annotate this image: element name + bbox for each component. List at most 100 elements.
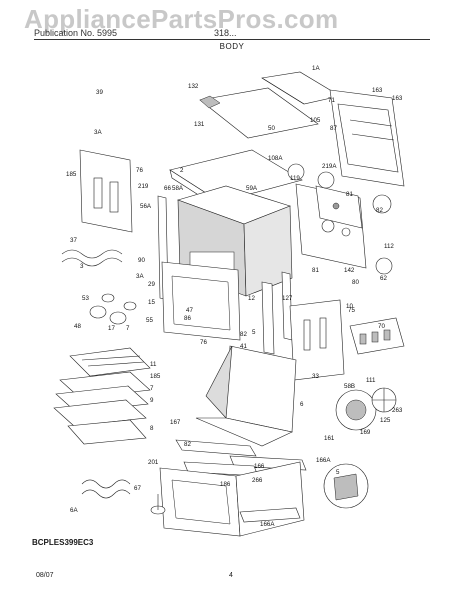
wire-harness-box [315, 185, 363, 229]
callout-label: 142 [344, 267, 355, 274]
oven-racks [53, 371, 151, 427]
callout-label: 219A [322, 163, 337, 170]
callout-label: 39 [96, 89, 103, 96]
drawer-rail-bottom [239, 507, 301, 523]
callout-label: 76 [200, 339, 207, 346]
section-title: BODY [219, 42, 245, 51]
control-side-panel [289, 299, 345, 381]
callout-label: 266 [252, 477, 263, 484]
callout-label: 186 [220, 481, 231, 488]
callout-label: 58A [172, 185, 184, 192]
callout-label: 166A [316, 457, 331, 464]
drawer-rails [175, 439, 307, 477]
callout-label: 263 [392, 407, 403, 414]
callout-label: 169 [360, 429, 371, 436]
terminal-block [349, 317, 405, 355]
lower-cabinet-box [195, 345, 297, 447]
callout-label: 56A [140, 203, 152, 210]
callout-label: 15 [148, 299, 155, 306]
top-panel [199, 87, 319, 139]
callout-label: 86 [184, 315, 191, 322]
callout-label: 82 [184, 441, 191, 448]
convection-fan [335, 387, 397, 431]
callout-label: 132 [188, 83, 199, 90]
callout-label: 119 [290, 175, 300, 182]
callout-label: 80 [352, 279, 359, 286]
callout-label: 185 [150, 373, 161, 380]
callout-label: 163 [372, 87, 383, 94]
callout-label: 3 [80, 263, 84, 270]
callout-label: 112 [384, 243, 394, 250]
callout-label: 81 [346, 191, 353, 198]
callout-labels: 1A 132 39 163 163 71 131 3A 87 50 105 10… [66, 65, 403, 528]
terminal-detail-circles [287, 163, 393, 275]
watermark-text: AppliancePartsPros.com [24, 4, 339, 34]
callout-label: 17 [108, 325, 115, 332]
callout-label: 7 [150, 385, 154, 392]
publication-number: 318... [214, 28, 237, 38]
callout-label: 41 [240, 343, 247, 350]
header-rule [34, 39, 430, 40]
callout-label: 125 [380, 417, 391, 424]
rear-vent-panel [329, 89, 405, 187]
callout-label: 108A [268, 155, 283, 162]
callout-label: 75 [348, 307, 355, 314]
publication-label: Publication No. 5995 [34, 28, 118, 38]
callout-label: 82 [240, 331, 247, 338]
callout-label: 48 [74, 323, 81, 330]
footer-page-number: 4 [229, 572, 233, 579]
bracket-detail-circle [323, 463, 369, 509]
callout-label: 166A [260, 521, 275, 528]
callout-label: 105 [310, 117, 321, 124]
callout-label: 11 [150, 361, 157, 368]
callout-label: 3A [94, 129, 102, 136]
broil-element [81, 479, 131, 499]
callout-label: 47 [186, 307, 193, 314]
callout-label: 6A [70, 507, 78, 514]
door-frame [161, 261, 241, 341]
leveling-leg [150, 494, 166, 515]
model-code: BCPLES399EC3 [32, 538, 94, 547]
callout-label: 9 [150, 397, 154, 404]
control-knobs [89, 293, 137, 325]
hinge-bracket [261, 271, 293, 355]
callout-label: 59A [246, 185, 258, 192]
callout-label: 29 [148, 281, 155, 288]
callout-label: 87 [330, 125, 337, 132]
callout-label: 10 [346, 303, 353, 310]
page-header: AppliancePartsPros.com Publication No. 5… [0, 4, 464, 38]
callout-label: 201 [148, 459, 159, 466]
callout-label: 163 [392, 95, 403, 102]
callout-label: 3A [136, 273, 144, 280]
callout-label: 1A [312, 65, 320, 72]
drip-tray [67, 419, 147, 445]
callout-label: 7 [126, 325, 130, 332]
footer-date: 08/07 [36, 572, 54, 579]
callout-label: 131 [194, 121, 205, 128]
callout-label: 167 [170, 419, 181, 426]
callout-label: 111 [366, 377, 376, 384]
callout-label: 8 [150, 425, 154, 432]
callout-label: 90 [138, 257, 145, 264]
callout-label: 185 [66, 171, 77, 178]
callout-label: 82 [376, 207, 383, 214]
bake-element [61, 249, 123, 267]
callout-label: 55 [146, 317, 153, 324]
callout-label: 6 [300, 401, 304, 408]
callout-label: 71 [328, 97, 335, 104]
callout-label: 12 [248, 295, 255, 302]
callout-label: 219 [138, 183, 149, 190]
callout-label: 5 [252, 329, 256, 336]
callout-label: 66 [164, 185, 171, 192]
callout-label: 76 [136, 167, 143, 174]
callout-label: 81 [312, 267, 319, 274]
left-side-panel [79, 149, 133, 233]
callout-label: 161 [324, 435, 335, 442]
callout-label: 67 [134, 485, 141, 492]
callout-label: 5 [336, 469, 340, 476]
callout-label: 33 [312, 373, 319, 380]
callout-label: 166 [254, 463, 265, 470]
callout-label: 58B [344, 383, 355, 390]
callout-label: 127 [282, 295, 293, 302]
